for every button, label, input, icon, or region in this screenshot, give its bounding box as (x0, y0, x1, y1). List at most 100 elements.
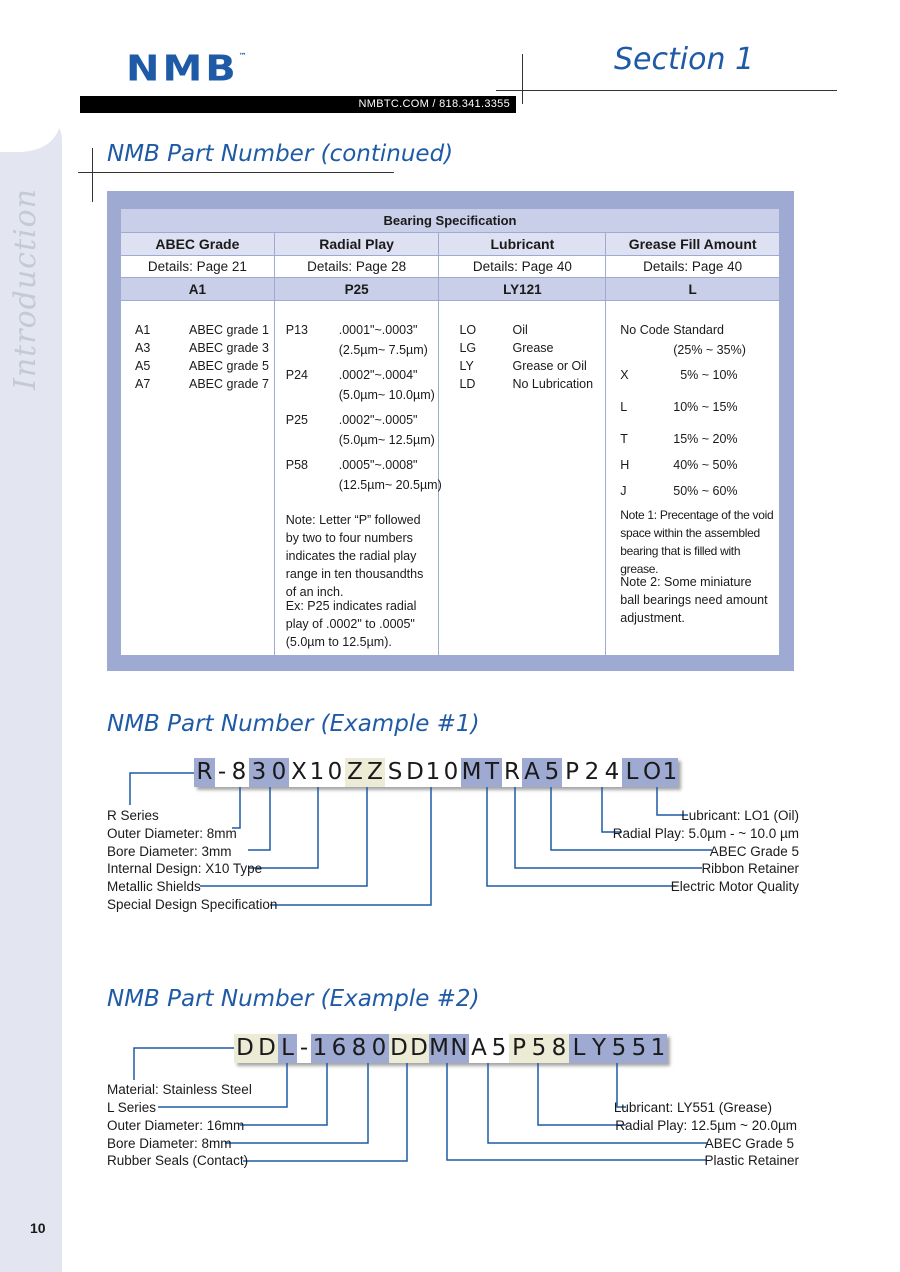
part-char: 5 (529, 1034, 549, 1063)
part-char: 3 (249, 758, 269, 787)
list-item: LO (459, 323, 477, 337)
part-char: 0 (327, 759, 343, 785)
part-char: P (509, 1034, 529, 1063)
list-item: No Code (620, 323, 670, 337)
code-grease: L (605, 277, 780, 301)
list-item: H (620, 458, 630, 472)
label-bore-diameter-2: Bore Diameter: 8mm (107, 1136, 232, 1151)
list-item: A7 (135, 377, 151, 391)
part-char: - (299, 1035, 309, 1061)
part-char: 1 (425, 759, 441, 785)
part-char: - (217, 759, 227, 785)
code-lubricant: LY121 (438, 277, 607, 301)
page-number: 10 (30, 1220, 46, 1236)
label-lubricant-2: Lubricant: LY551 (Grease) (613, 1100, 772, 1115)
part-char: L (622, 758, 642, 787)
part-char: D (409, 1034, 429, 1063)
label-special-design: Special Design Specification (107, 897, 278, 912)
grease-note-2: Note 2: Some miniature ball bearings nee… (620, 575, 768, 625)
part-char: 2 (584, 759, 600, 785)
list-item: P25 (285, 413, 308, 427)
part-char: A (471, 1035, 487, 1061)
part-char: 0 (443, 759, 459, 785)
list-item: ABEC grade 5 (189, 359, 269, 373)
sidebar (0, 0, 62, 1272)
list-item: 50% ~ 60% (673, 484, 738, 498)
list-item: A1 (135, 323, 151, 337)
part-char: Y (589, 1034, 609, 1063)
heading-tick (92, 148, 93, 202)
label-bore-diameter: Bore Diameter: 3mm (107, 844, 232, 859)
list-item: .0002"~.0004" (338, 368, 418, 382)
label-outer-diameter-2: Outer Diameter: 16mm (107, 1118, 245, 1133)
list-item: Grease or Oil (512, 359, 587, 373)
col-grease: Grease Fill Amount (605, 232, 780, 256)
part-char: 5 (491, 1035, 507, 1061)
label-r-series: R Series (107, 808, 159, 823)
list-item: 10% ~ 15% (673, 400, 738, 414)
code-radial: P25 (273, 277, 440, 301)
label-l-series: L Series (107, 1100, 157, 1115)
list-item: X (620, 368, 629, 382)
label-metallic-shields: Metallic Shields (107, 879, 201, 894)
list-item: .0005"~.0008" (338, 458, 418, 472)
part-char: 1 (309, 759, 325, 785)
label-ribbon-retainer: Ribbon Retainer (701, 861, 799, 876)
part-char: A (522, 758, 542, 787)
list-item: P24 (285, 368, 308, 382)
logo-text: NMB (126, 48, 239, 90)
part-char: 8 (349, 1034, 369, 1063)
list-item: (5.0µm~ 12.5µm) (338, 433, 435, 447)
list-item: LG (459, 341, 477, 355)
part-char: N (449, 1034, 469, 1063)
detail-lubricant: Details: Page 40 (438, 255, 607, 278)
list-item: ABEC grade 3 (189, 341, 269, 355)
label-plastic-retainer: Plastic Retainer (704, 1153, 799, 1168)
list-item: 5% ~ 10% (673, 368, 738, 382)
part-char: 1 (311, 1034, 329, 1063)
sidebar-shape (0, 0, 62, 152)
part-char: 1 (662, 758, 678, 787)
part-char: 0 (269, 758, 289, 787)
part-char: D (389, 1034, 409, 1063)
list-item: No Lubrication (512, 377, 594, 391)
col-lubricant: Lubricant (438, 232, 607, 256)
part-char: 6 (329, 1034, 349, 1063)
detail-radial: Details: Page 28 (273, 255, 440, 278)
list-item: A3 (135, 341, 151, 355)
heading-rule (78, 172, 394, 173)
trademark: ™ (238, 51, 247, 61)
list-item: Standard (673, 323, 724, 337)
part-char: 5 (609, 1034, 629, 1063)
label-outer-diameter: Outer Diameter: 8mm (107, 826, 237, 841)
list-item: 15% ~ 20% (673, 432, 738, 446)
list-item: (2.5µm~ 7.5µm) (338, 343, 428, 357)
part-char: D (406, 759, 424, 785)
label-internal-design: Internal Design: X10 Type (107, 861, 263, 876)
part-char: 8 (231, 759, 247, 785)
label-motor-quality: Electric Motor Quality (670, 879, 799, 894)
radial-example: Ex: P25 indicates radial play of .0002" … (285, 599, 417, 649)
part-char: 8 (549, 1034, 569, 1063)
list-item: LY (459, 359, 474, 373)
list-item: T (620, 432, 628, 446)
part-char: R (504, 759, 520, 785)
part-char: 5 (542, 758, 562, 787)
part-char: O (642, 758, 662, 787)
detail-abec: Details: Page 21 (120, 255, 275, 278)
part-char: L (569, 1034, 589, 1063)
part-char: M (461, 758, 482, 787)
part-char: T (482, 758, 502, 787)
label-lubricant: Lubricant: LO1 (Oil) (681, 808, 799, 823)
part-char: D (256, 1034, 278, 1063)
label-rubber-seals: Rubber Seals (Contact) (107, 1153, 249, 1168)
contact-bar: NMBTC.COM / 818.341.3355 (80, 96, 516, 113)
list-item: ABEC grade 7 (189, 377, 269, 391)
part-char: 0 (369, 1034, 389, 1063)
list-item: (25% ~ 35%) (673, 343, 746, 357)
grease-note-1: Note 1: Precentage of the void space wit… (620, 508, 774, 576)
code-abec: A1 (120, 277, 275, 301)
list-item: (5.0µm~ 10.0µm) (338, 388, 435, 402)
